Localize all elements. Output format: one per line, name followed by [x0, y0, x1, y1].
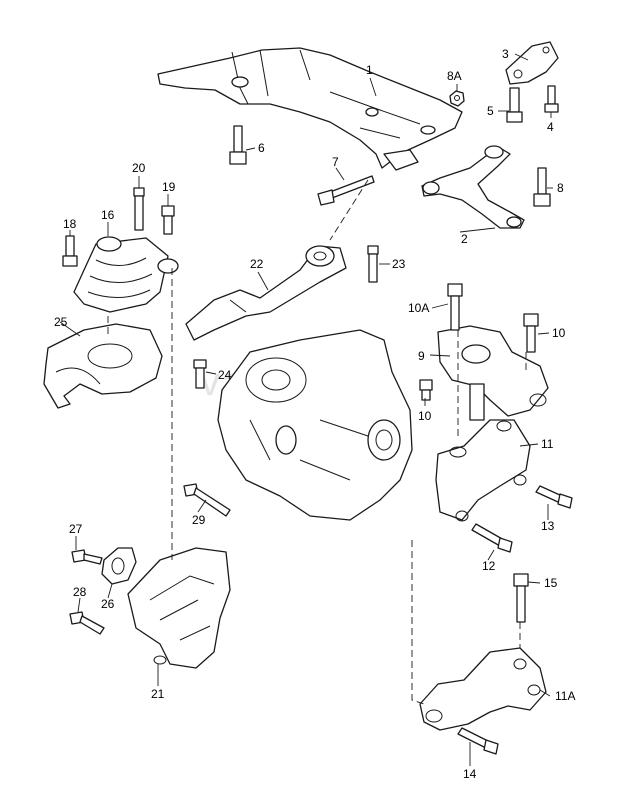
bolt-part-10-left — [419, 379, 433, 401]
callout-24: 24 — [218, 368, 232, 382]
callout-2: 2 — [461, 232, 468, 246]
callout-5: 5 — [487, 104, 494, 118]
callout-7: 7 — [332, 155, 339, 169]
bracket-part-11 — [435, 419, 531, 522]
bolt-part-7 — [317, 175, 375, 206]
callout-6: 6 — [258, 141, 265, 155]
bolt-part-8 — [533, 167, 551, 207]
callout-11: 11 — [541, 437, 554, 451]
callout-19: 19 — [162, 180, 176, 194]
bracket-part-11a — [419, 647, 547, 731]
callout-25: 25 — [54, 315, 68, 329]
callout-8a: 8A — [447, 69, 462, 83]
transmission-mount-part-9 — [437, 325, 549, 421]
callout-11a: 11A — [555, 689, 575, 703]
bolt-part-15 — [513, 573, 529, 623]
bracket-part-3 — [505, 41, 559, 85]
callout-16: 16 — [101, 208, 115, 222]
callout-labels: 1 2 3 4 5 6 7 8 8A 9 10 10 10A 11 11A 12… — [54, 47, 575, 781]
callout-9: 9 — [418, 349, 425, 363]
heat-shield-part-25 — [43, 323, 163, 409]
bolt-part-12 — [471, 523, 513, 553]
bolt-part-23 — [367, 245, 379, 283]
callout-8: 8 — [557, 181, 564, 195]
callout-3: 3 — [502, 47, 509, 61]
control-arm-part — [421, 145, 525, 229]
bolt-part-18 — [62, 235, 78, 267]
callout-4: 4 — [547, 120, 554, 134]
bolt-part-24 — [193, 359, 207, 389]
assembly-lines — [107, 179, 527, 705]
callout-13: 13 — [541, 519, 555, 533]
gearbox-part — [217, 329, 413, 521]
callout-1: 1 — [366, 63, 373, 77]
leader-lines — [59, 53, 553, 766]
callout-28: 28 — [73, 585, 87, 599]
nut-part-8a — [449, 90, 465, 107]
bolt-part-29 — [183, 483, 231, 517]
bolt-part-10-right — [523, 313, 539, 353]
bolt-part-4 — [544, 85, 559, 113]
bolt-part-13 — [535, 485, 573, 509]
torque-rod-part-22 — [185, 245, 347, 341]
bushing-part-26 — [101, 547, 137, 585]
callout-20: 20 — [132, 161, 146, 175]
bolt-part-14 — [457, 727, 499, 755]
callout-23: 23 — [392, 257, 406, 271]
bolt-part-19 — [161, 205, 175, 235]
callout-10-left: 10 — [418, 409, 432, 423]
subframe-part — [157, 47, 463, 171]
bolt-part-5 — [506, 87, 523, 123]
callout-26: 26 — [101, 597, 115, 611]
callout-18: 18 — [63, 217, 77, 231]
callout-21: 21 — [151, 687, 165, 701]
callout-15: 15 — [544, 576, 558, 590]
bolt-part-10a — [447, 283, 463, 331]
bolt-part-28 — [69, 611, 105, 635]
bolt-part-6 — [229, 125, 247, 165]
callout-14: 14 — [463, 767, 477, 781]
bracket-part-21 — [127, 547, 231, 669]
engine-mount-part-16 — [73, 236, 179, 313]
callout-10-right: 10 — [552, 326, 566, 340]
callout-12: 12 — [482, 559, 496, 573]
bolt-part-20 — [133, 187, 145, 231]
callout-29: 29 — [192, 513, 206, 527]
callout-10a: 10A — [408, 301, 429, 315]
callout-22: 22 — [250, 257, 264, 271]
bolt-part-27 — [71, 549, 103, 565]
callout-27: 27 — [69, 522, 83, 536]
